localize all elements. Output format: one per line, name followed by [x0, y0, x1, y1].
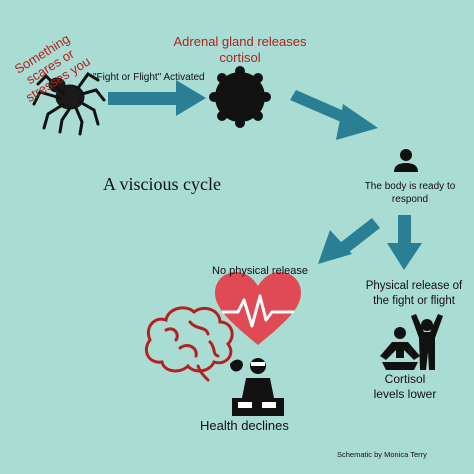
heart-rate-icon — [215, 272, 301, 345]
body-ready-label: The body is ready to respond — [352, 180, 468, 206]
no-release-label: No physical release — [212, 265, 308, 277]
person-icon — [394, 149, 418, 172]
brain-icon — [145, 306, 234, 382]
body-ready-line-2: respond — [391, 194, 429, 205]
cheering-person-icon — [411, 314, 443, 370]
physical-line-1: Physical release of — [365, 280, 463, 292]
physical-line-2: the fight or flight — [373, 295, 455, 307]
cortisol-lower-label: Cortisol levels lower — [360, 372, 450, 402]
adrenal-gland-icon — [209, 66, 271, 128]
credit-label: Schematic by Monica Terry — [337, 450, 427, 459]
arrow-gland-to-body — [290, 90, 378, 140]
adrenal-label: Adrenal gland releases cortisol — [170, 34, 310, 66]
diagram-title: A viscious cycle — [103, 174, 221, 194]
cortisol-line-1: Cortisol — [384, 372, 426, 386]
fight-flight-label: "Fight or Flight" Activated — [93, 72, 205, 83]
adrenal-line-2: cortisol — [219, 50, 261, 65]
body-ready-line-1: The body is ready to — [364, 181, 456, 192]
health-declines-label: Health declines — [200, 418, 289, 433]
cortisol-line-2: levels lower — [373, 387, 437, 401]
arrow-spider-to-gland — [108, 80, 206, 116]
meditation-icon — [380, 327, 420, 370]
adrenal-line-1: Adrenal gland releases — [173, 34, 307, 49]
arrow-body-to-physical-release — [387, 215, 422, 270]
physical-release-label: Physical release of the fight or flight — [356, 279, 472, 309]
arrow-body-to-no-release — [318, 218, 380, 264]
sick-person-icon — [230, 358, 284, 416]
spider-icon — [32, 72, 106, 136]
